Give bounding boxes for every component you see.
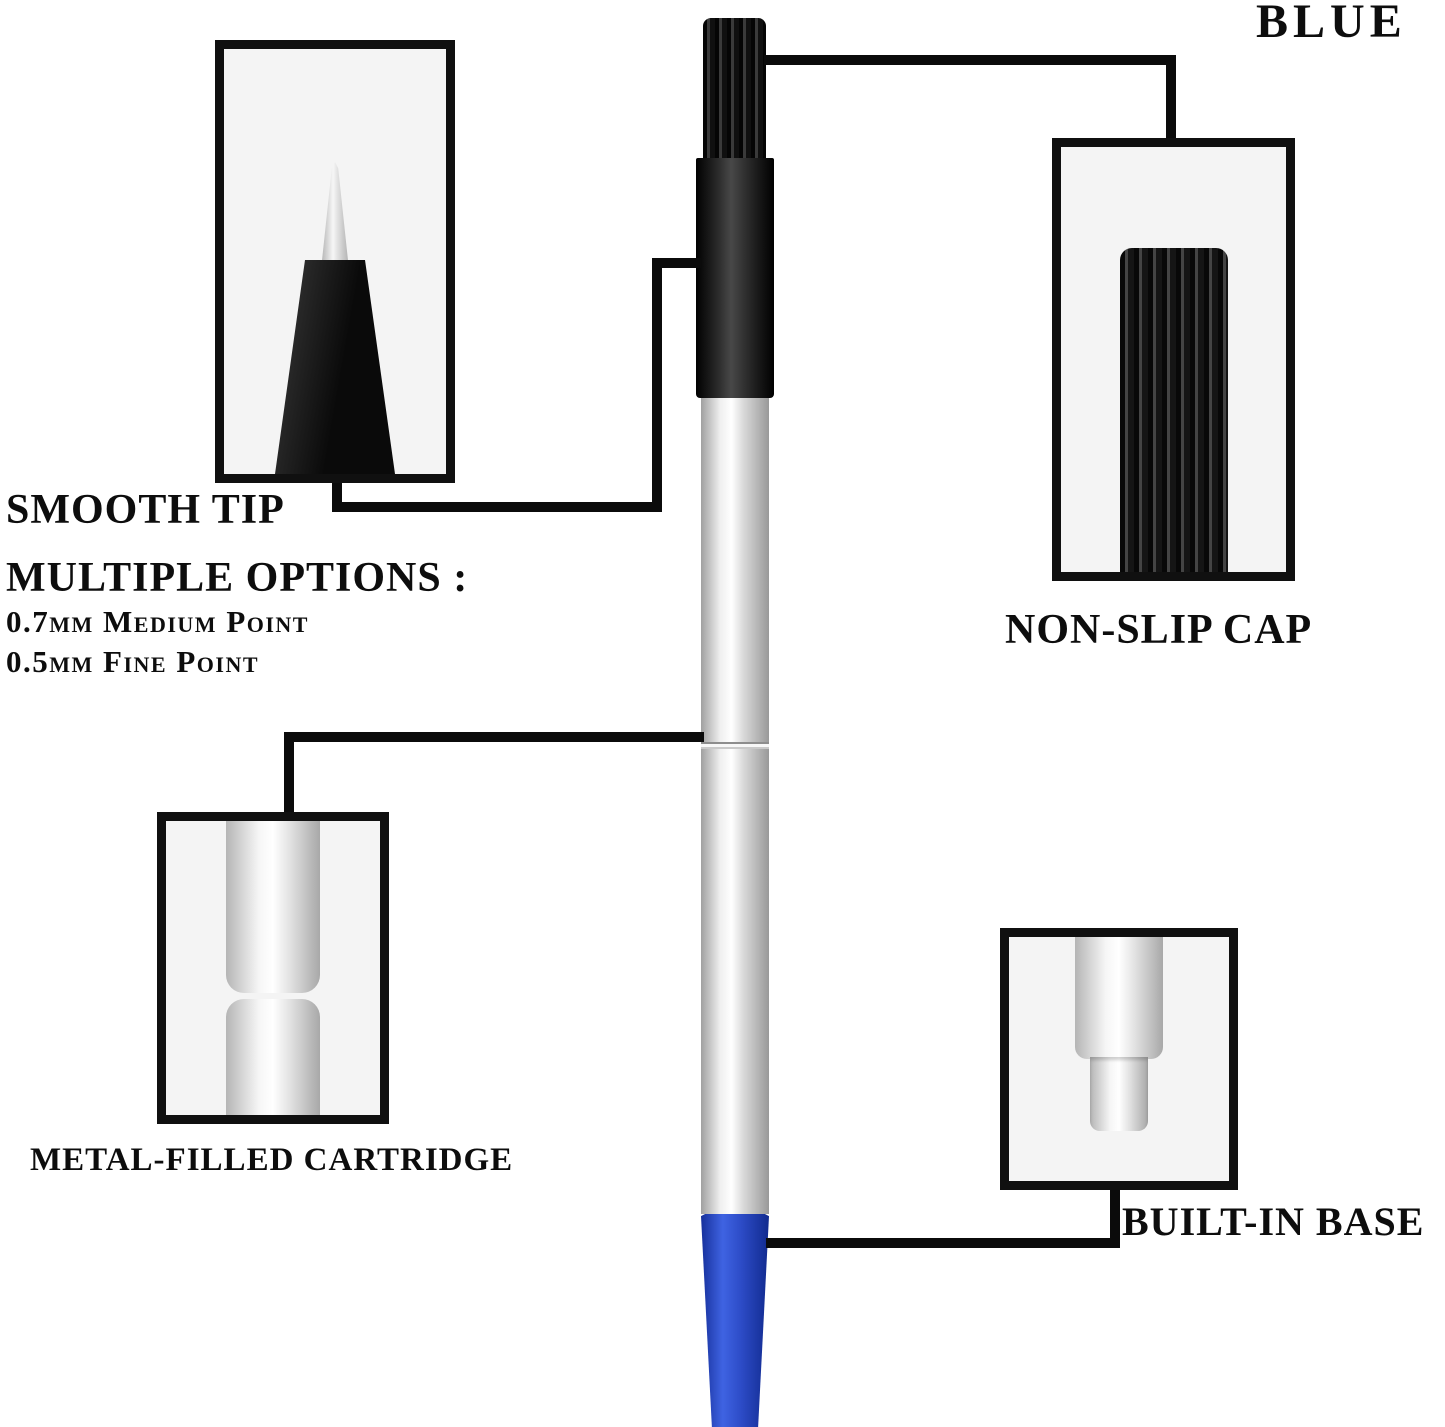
- connector-tip-stub: [332, 480, 342, 512]
- connector-tip-horizontal: [332, 502, 662, 512]
- cap-ridged-closeup: [1119, 248, 1228, 572]
- connector-cartridge-horizontal: [284, 732, 704, 742]
- callout-box-smooth-tip: [215, 40, 455, 483]
- base-wide-section: [1075, 937, 1163, 1059]
- pen-metal-barrel: [701, 398, 769, 1214]
- ink-color-label: BLUE: [1256, 0, 1407, 48]
- pen-cap-ridged-top: [703, 18, 766, 160]
- metal-filled-cartridge-label: METAL-FILLED CARTRIDGE: [30, 1142, 514, 1178]
- cartridge-upper-section: [226, 821, 320, 993]
- connector-tip-vertical: [652, 258, 662, 512]
- pen-tip-closeup: [275, 162, 395, 474]
- connector-base-vertical: [1110, 1186, 1120, 1248]
- cartridge-lower-section: [226, 999, 320, 1115]
- tip-black-cone: [275, 260, 395, 474]
- base-closeup: [1075, 937, 1163, 1181]
- pen-blue-tip: [701, 1214, 769, 1427]
- callout-box-non-slip-cap: [1052, 138, 1295, 581]
- base-plug-section: [1090, 1057, 1148, 1131]
- smooth-tip-title: SMOOTH TIP: [6, 487, 285, 533]
- pen-cap: [696, 158, 774, 398]
- callout-box-cartridge: [157, 812, 389, 1124]
- tip-metal-point: [321, 162, 349, 266]
- connector-cartridge-vertical: [284, 732, 294, 816]
- built-in-base-label: BUILT-IN BASE: [1122, 1199, 1425, 1244]
- connector-cap-vertical: [1166, 55, 1176, 145]
- cartridge-joint-closeup: [226, 821, 320, 1115]
- connector-base-horizontal: [766, 1238, 1120, 1248]
- barrel-joint-seam: [701, 742, 769, 749]
- connector-cap-horizontal: [764, 55, 1176, 65]
- non-slip-cap-label: NON-SLIP CAP: [1005, 607, 1313, 653]
- callout-box-built-in-base: [1000, 928, 1238, 1190]
- connector-tip-to-pen: [652, 258, 702, 268]
- option-medium-point: 0.7mm Medium Point: [6, 604, 309, 639]
- option-fine-point: 0.5mm Fine Point: [6, 644, 260, 679]
- multiple-options-subtitle: MULTIPLE OPTIONS :: [6, 555, 469, 601]
